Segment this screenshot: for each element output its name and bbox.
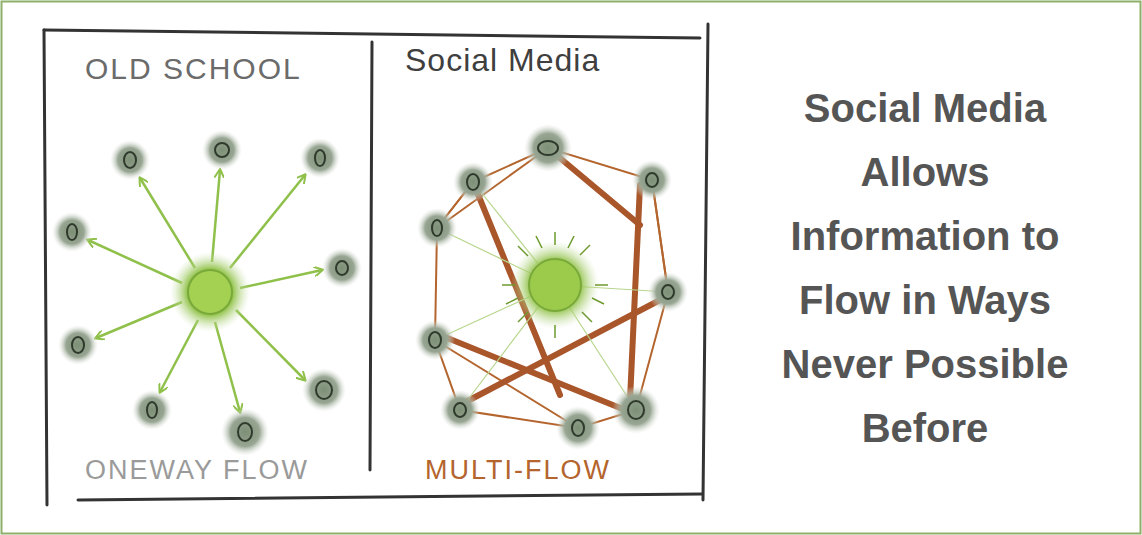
panel-heading: OLD SCHOOL (85, 52, 302, 86)
slide-title: Social Media Allows Information to Flow … (780, 76, 1070, 460)
flow-caption: MULTI-FLOW (425, 455, 611, 486)
flow-caption: ONEWAY FLOW (85, 455, 309, 486)
panel-heading: Social Media (405, 42, 600, 79)
